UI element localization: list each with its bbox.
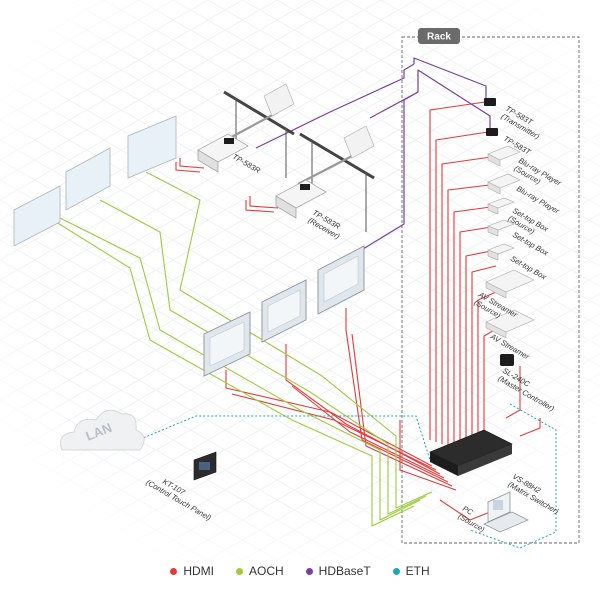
legend-item-eth: ETH bbox=[392, 564, 430, 578]
projector-assembly-2 bbox=[275, 125, 375, 232]
projection-screens bbox=[13, 115, 177, 247]
legend-dot-hdbaset bbox=[305, 567, 313, 575]
tp583t-device bbox=[486, 128, 498, 136]
aoch-cables bbox=[55, 171, 433, 527]
rack-devices bbox=[429, 98, 535, 476]
pc-device bbox=[483, 491, 529, 533]
projector-assembly-1 bbox=[197, 83, 295, 178]
legend: HDMI AOCH HDBaseT ETH bbox=[0, 560, 600, 582]
rack: Rack bbox=[401, 28, 580, 544]
legend-item-aoch: AOCH bbox=[235, 564, 284, 578]
legend-dot-eth bbox=[392, 567, 400, 575]
tp583t-transmitter-device bbox=[484, 98, 496, 106]
legend-label-eth: ETH bbox=[405, 564, 430, 578]
projection-screen-1 bbox=[13, 185, 61, 247]
hdmi-output-cables bbox=[225, 308, 491, 521]
kt107-device bbox=[193, 451, 217, 481]
legend-item-hdmi: HDMI bbox=[170, 564, 214, 578]
projection-screen-3 bbox=[127, 115, 177, 179]
hdmi-rack-cables bbox=[429, 101, 541, 458]
rack-title-tab bbox=[418, 28, 460, 44]
wall-displays bbox=[203, 245, 365, 377]
lan-cloud: LAN bbox=[60, 409, 145, 451]
sl240c-device bbox=[500, 354, 514, 366]
rack-title: Rack bbox=[427, 32, 451, 43]
rack-border bbox=[401, 36, 580, 544]
hdbaset-cables bbox=[255, 57, 491, 253]
legend-label-hdbaset: HDBaseT bbox=[318, 564, 371, 578]
projection-screen-2 bbox=[65, 147, 111, 211]
legend-dot-aoch bbox=[235, 567, 243, 575]
legend-item-hdbaset: HDBaseT bbox=[305, 564, 371, 578]
legend-label-aoch: AOCH bbox=[248, 564, 284, 578]
legend-label-hdmi: HDMI bbox=[183, 564, 214, 578]
legend-dot-hdmi bbox=[170, 567, 178, 575]
projector-hdmi-links bbox=[175, 158, 279, 213]
eth-cables bbox=[113, 403, 557, 549]
